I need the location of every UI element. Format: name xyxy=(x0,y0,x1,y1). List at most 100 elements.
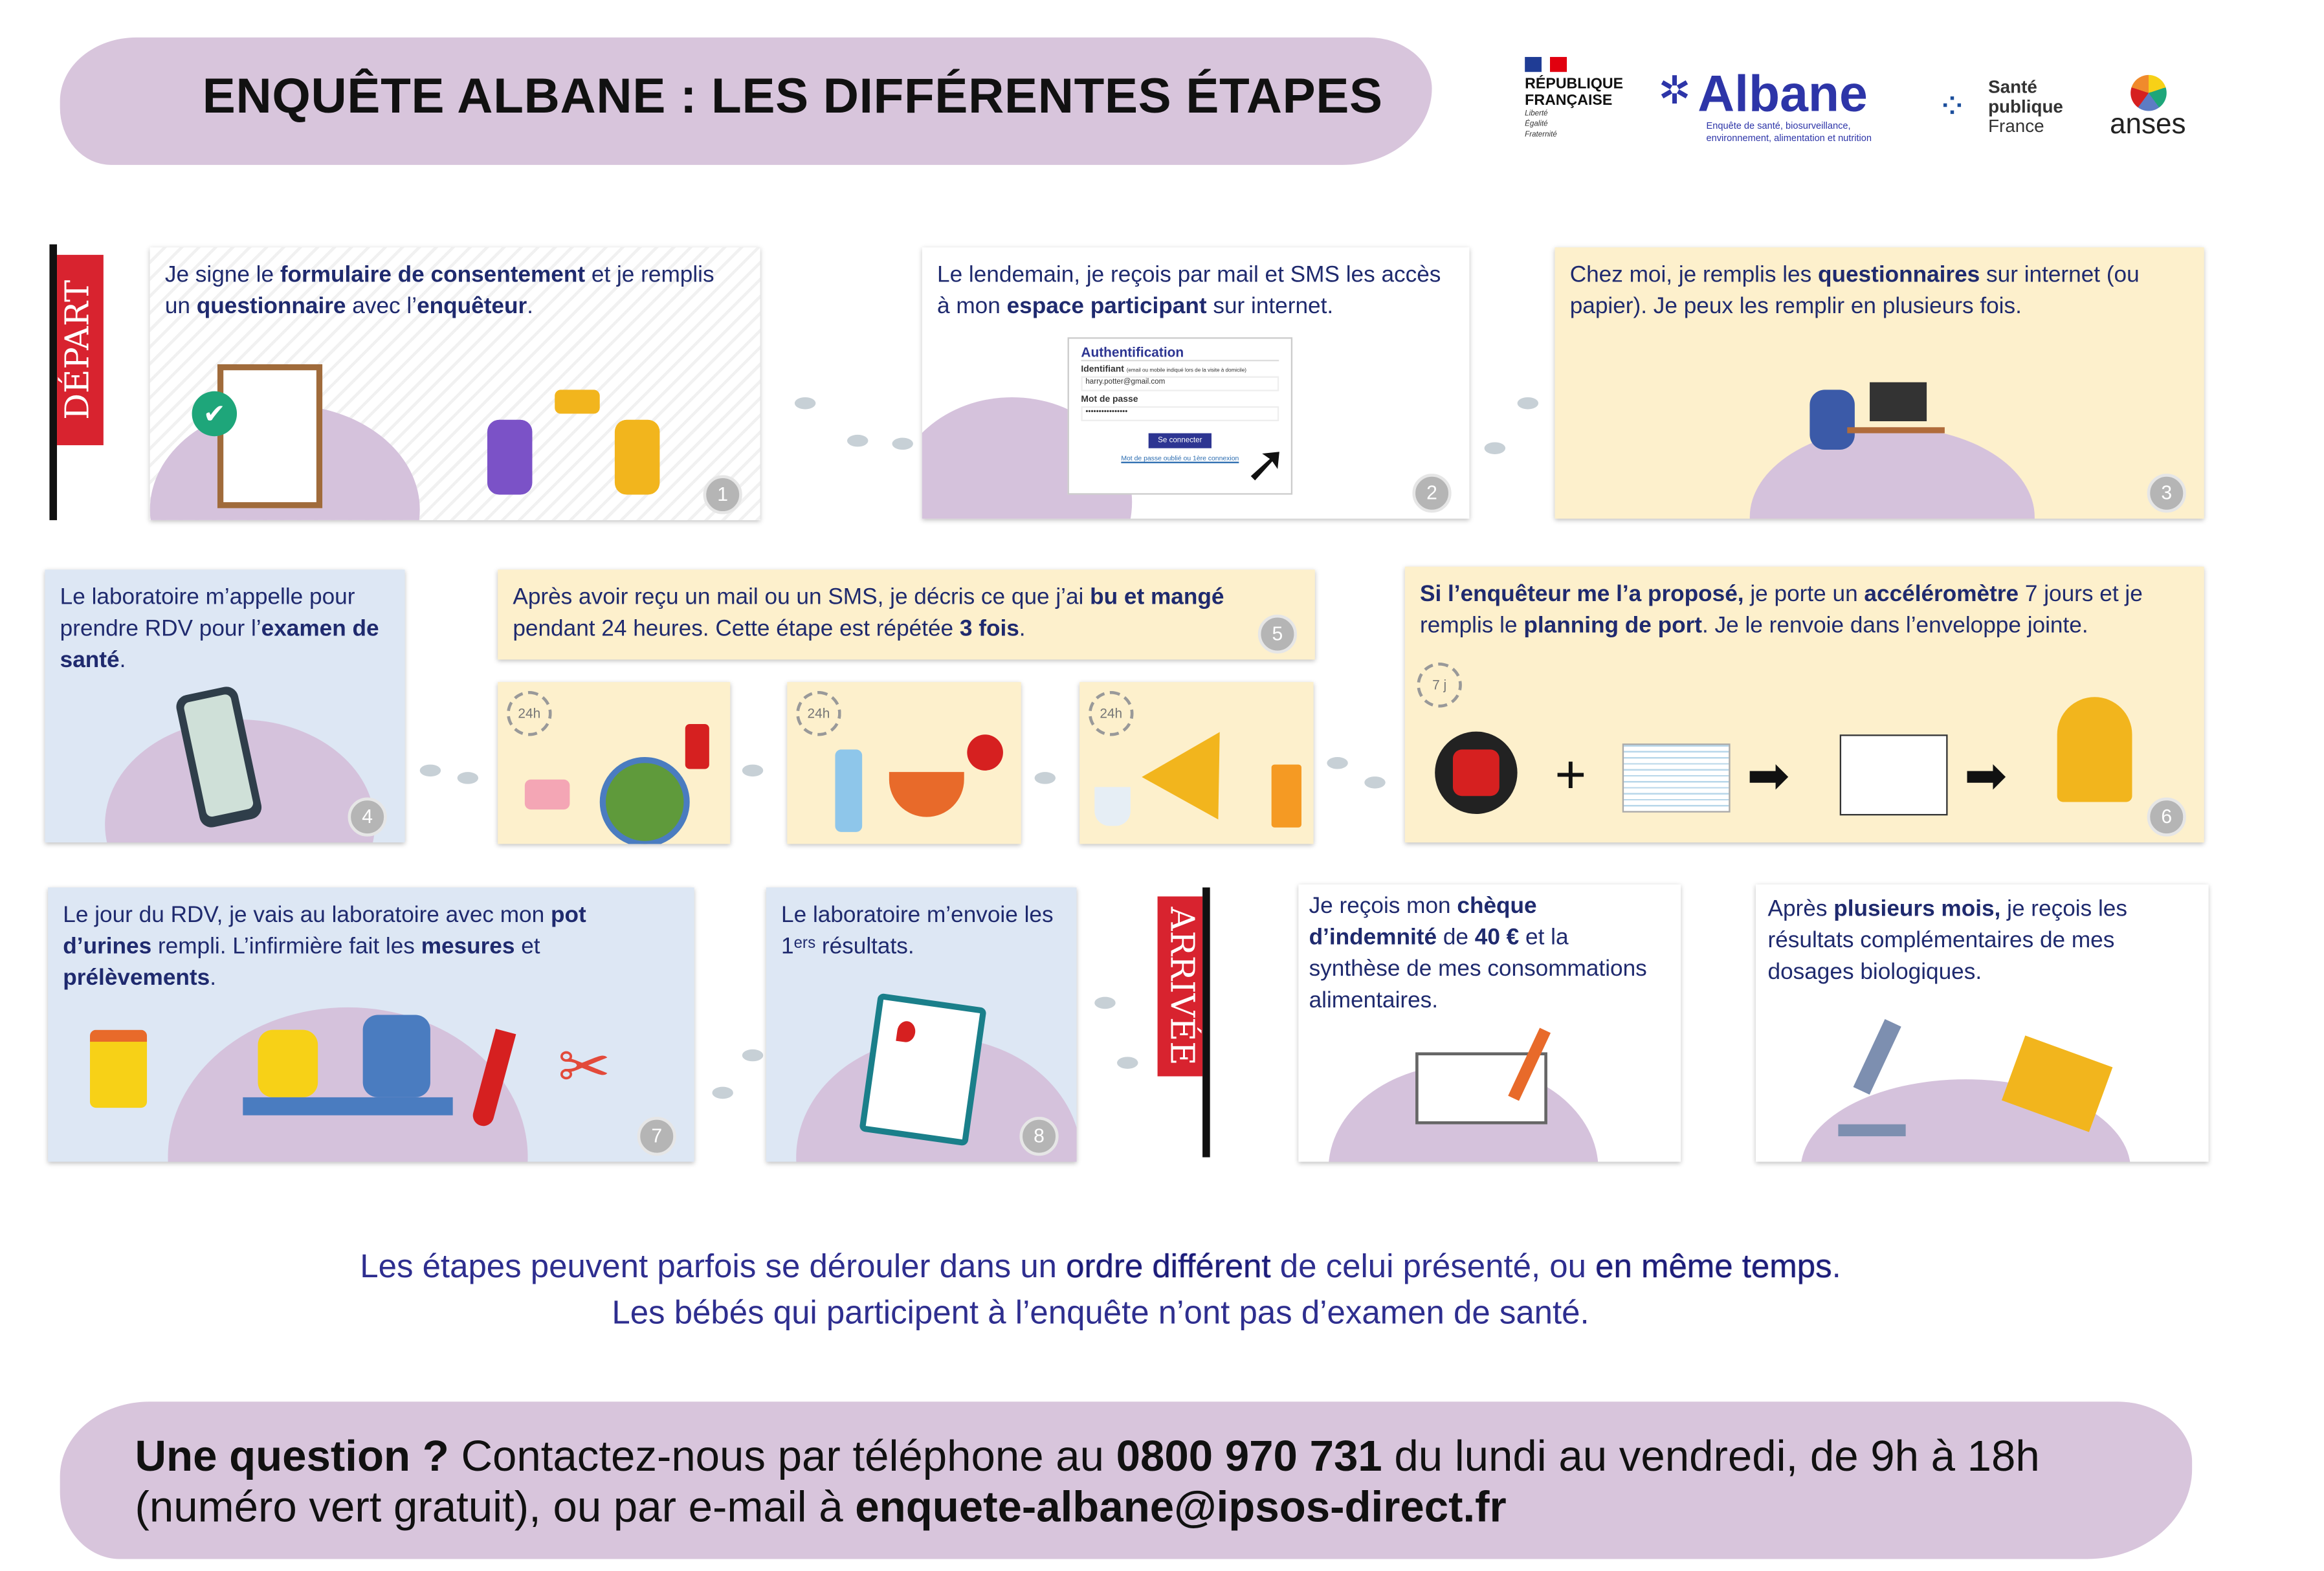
logo-sante-publique-france: ⁘ Santé publique France xyxy=(1937,77,2079,136)
albane-star-icon: ✲ xyxy=(1658,67,1691,113)
emphasis-text: planning de port xyxy=(1523,613,1703,639)
footstep-icon xyxy=(742,1049,764,1062)
person-at-computer-icon xyxy=(1802,360,1945,487)
title-banner xyxy=(60,37,1432,165)
text-segment: avec l’ xyxy=(346,294,417,320)
consent-form-icon xyxy=(217,364,323,509)
emphasis-text: bu et mangé xyxy=(1090,584,1224,610)
step-number: 4 xyxy=(348,797,387,837)
anses-flower-icon xyxy=(2130,74,2166,111)
pizza-slice-icon xyxy=(1142,732,1257,842)
step-8-card: Le laboratoire m’envoie les 1ᵉʳˢ résulta… xyxy=(766,887,1077,1162)
cheque-text: Je reçois mon chèque d’indemnité de 40 €… xyxy=(1309,890,1666,1016)
emphasis-text: Si l’enquêteur me l’a proposé, xyxy=(1420,581,1744,608)
salad-plate-icon xyxy=(599,756,690,844)
mailbox-icon xyxy=(2057,697,2132,802)
pasta-bowl-icon xyxy=(889,772,964,817)
emphasis-text: mesures xyxy=(421,934,515,960)
accelerometer-watch-icon xyxy=(1435,731,1518,815)
contact-banner xyxy=(60,1401,2193,1559)
step-7-card: Le jour du RDV, je vais au laboratoire a… xyxy=(48,887,694,1162)
step-1-text: Je signe le formulaire de consentement e… xyxy=(165,259,746,322)
note-babies: Les bébés qui participent à l’enquête n’… xyxy=(0,1293,2201,1332)
text-segment: Après xyxy=(1767,896,1834,922)
meal-day-1-card: 24h xyxy=(498,682,731,844)
step-number: 3 xyxy=(2147,474,2186,513)
emphasis-text: examen de santé xyxy=(60,616,379,674)
step-3-text: Chez moi, je remplis les questionnaires … xyxy=(1570,259,2189,322)
emphasis-text: 0800 970 731 xyxy=(1116,1433,1382,1481)
text-segment: Les bébés qui participent à l’enquête n’… xyxy=(612,1293,1589,1332)
text-segment: et je remplis un xyxy=(164,262,714,320)
emphasis-text: chèque d’indemnité xyxy=(1309,893,1537,950)
text-segment: et xyxy=(515,934,540,960)
nurse-patient-illustration-icon xyxy=(243,978,453,1143)
text-segment: Les étapes peuvent parfois se dérouler d… xyxy=(360,1247,1067,1285)
footstep-icon xyxy=(1094,996,1116,1009)
arrow-right-icon: ➡ xyxy=(1747,748,1790,806)
checkmark-icon: ✔ xyxy=(192,391,238,437)
footstep-icon xyxy=(1117,1057,1138,1069)
start-flag-pole xyxy=(49,244,58,520)
footstep-icon xyxy=(847,434,869,447)
spf-dots-icon: ⁘ xyxy=(1937,87,1967,127)
step-2-card: Le lendemain, je reçois par mail et SMS … xyxy=(922,247,1470,519)
emphasis-text: questionnaires xyxy=(1817,262,1980,288)
emphasis-text: 40 € xyxy=(1474,925,1520,950)
step-6-card: Si l’enquêteur me l’a proposé, je porte … xyxy=(1404,566,2204,843)
text-segment: . xyxy=(1832,1247,1841,1285)
footstep-icon xyxy=(457,772,479,784)
end-flag-pole xyxy=(1202,887,1210,1158)
yogurt-icon xyxy=(1094,787,1131,826)
cake-icon xyxy=(524,779,570,810)
emphasis-text: enquete-albane@ipsos-direct.fr xyxy=(855,1484,1507,1532)
clock-24h-icon: 24h xyxy=(507,691,552,736)
text-segment: Chez moi, je remplis les xyxy=(1569,262,1818,288)
cheque-icon xyxy=(1415,1052,1547,1125)
envelope-icon xyxy=(1839,734,1948,816)
text-segment: Le laboratoire m’appelle pour prendre RD… xyxy=(60,584,355,642)
text-segment: . xyxy=(527,294,533,320)
water-bottle-icon xyxy=(835,749,863,832)
footstep-icon xyxy=(1484,442,1506,454)
meal-day-2-card: 24h xyxy=(787,682,1021,844)
text-segment: Après avoir reçu un mail ou un SMS, je d… xyxy=(513,584,1090,610)
text-segment: de xyxy=(1437,925,1475,950)
microscope-icon xyxy=(1838,1018,1913,1139)
lab-results-card: Après plusieurs mois, je reçois les résu… xyxy=(1755,884,2209,1162)
emphasis-text: 3 fois xyxy=(959,616,1019,642)
emphasis-text: accéléromètre xyxy=(1864,581,2019,608)
step-8-text: Le laboratoire m’envoie les 1ᵉʳˢ résulta… xyxy=(781,899,1061,962)
clock-24h-icon: 24h xyxy=(796,691,841,736)
step-4-card: Le laboratoire m’appelle pour prendre RD… xyxy=(45,569,405,843)
text-segment: rempli. L’infirmière fait les xyxy=(151,934,421,960)
text-segment: du lundi au vendredi, de 9h à 18h (numér… xyxy=(135,1433,2040,1532)
text-segment: Je signe le xyxy=(164,262,280,288)
text-segment: sur internet (ou papier). Je peux les re… xyxy=(1569,262,2140,320)
text-segment: Le laboratoire m’envoie les 1ᵉʳˢ résulta… xyxy=(781,902,1054,960)
footstep-icon xyxy=(892,437,913,450)
emphasis-text: prélèvements xyxy=(63,965,210,991)
emphasis-text: pot d’urines xyxy=(63,902,586,960)
step-5-text: Après avoir reçu un mail ou un SMS, je d… xyxy=(513,582,1300,644)
logo-republique-francaise: RÉPUBLIQUE FRANÇAISE Liberté Égalité Fra… xyxy=(1525,57,1637,141)
login-button: Se connecter xyxy=(1148,433,1212,448)
clock-24h-icon: 24h xyxy=(1088,691,1134,736)
contact-text: Une question ? Contactez-nous par téléph… xyxy=(135,1432,2189,1534)
apple-icon xyxy=(967,734,1003,771)
text-segment: 7 jours et je remplis le xyxy=(1420,581,2143,639)
emphasis-text: en même temps xyxy=(1595,1247,1832,1285)
footstep-icon xyxy=(1517,397,1539,410)
emphasis-text: formulaire de consentement xyxy=(280,262,586,288)
results-clipboard-icon xyxy=(859,993,987,1147)
step-number: 2 xyxy=(1412,474,1452,513)
footstep-icon xyxy=(742,764,764,777)
text-segment: Je reçois mon xyxy=(1309,893,1457,919)
logo-anses: anses xyxy=(2099,74,2197,141)
footstep-icon xyxy=(419,764,441,777)
text-segment: Le lendemain, je reçois par mail et SMS … xyxy=(937,262,1441,320)
lab-results-text: Après plusieurs mois, je reçois les résu… xyxy=(1768,894,2194,988)
text-segment: . xyxy=(210,965,217,991)
step-1-card: Je signe le formulaire de consentement e… xyxy=(149,247,760,520)
text-segment: Contactez-nous par téléphone au xyxy=(448,1433,1116,1481)
